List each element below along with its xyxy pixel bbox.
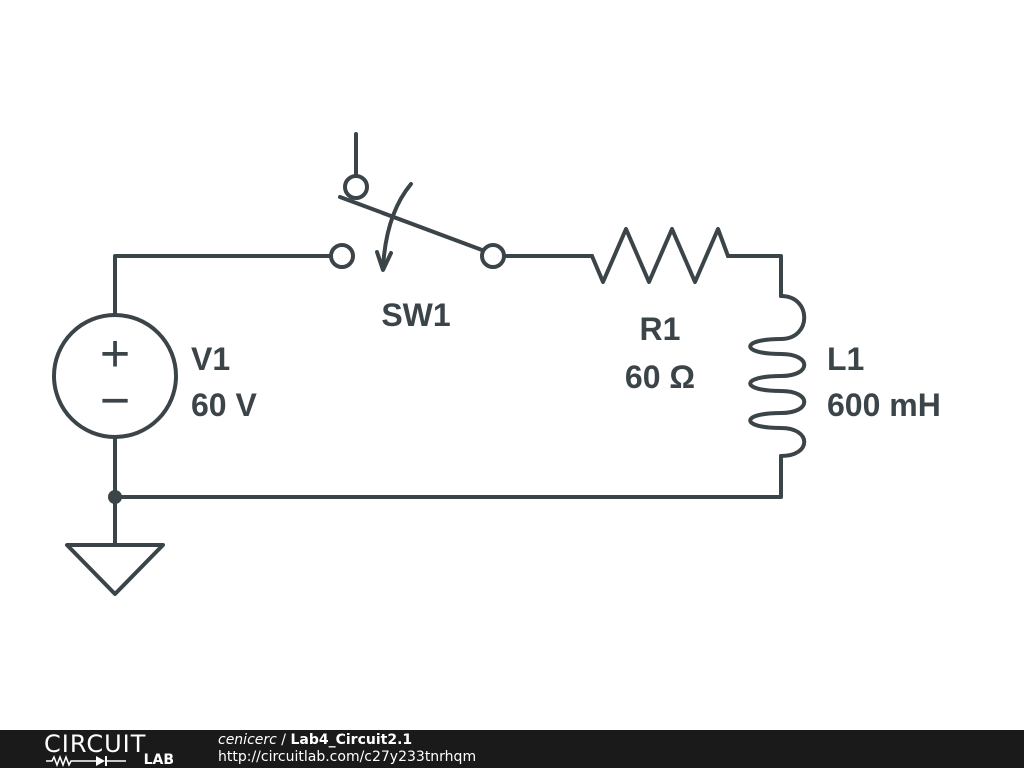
circuit-title-link[interactable]: Lab4_Circuit2.1 bbox=[290, 732, 413, 748]
resistor-name-label: R1 bbox=[640, 311, 681, 347]
footer-bar: CIRCUIT LAB cenicerc / Lab4_Circuit2.1 h… bbox=[0, 730, 1024, 768]
switch-sw1[interactable] bbox=[329, 132, 506, 272]
source-value-label: 60 V bbox=[191, 387, 257, 423]
byline-separator: / bbox=[276, 732, 291, 748]
switch-right-terminal bbox=[480, 243, 506, 269]
circuit-byline: cenicerc / Lab4_Circuit2.1 bbox=[218, 732, 476, 749]
inductor-name-label: L1 bbox=[827, 341, 864, 377]
switch-blade bbox=[338, 195, 484, 252]
inductor-value-label: 600 mH bbox=[827, 387, 941, 423]
voltage-source-circle bbox=[52, 313, 178, 439]
source-name-label: V1 bbox=[191, 341, 230, 377]
switch-control-terminal bbox=[343, 174, 369, 200]
inductor-coil bbox=[748, 294, 807, 458]
ground-symbol[interactable] bbox=[65, 495, 165, 596]
wire-source-to-switch bbox=[113, 254, 335, 317]
author-link[interactable]: cenicerc bbox=[218, 732, 277, 748]
source-minus-sign: − bbox=[100, 372, 130, 430]
circuit-url-link[interactable]: http://circuitlab.com/c27y233tnrhqm bbox=[218, 749, 477, 765]
logo-lab-text: LAB bbox=[143, 752, 174, 768]
circuitlab-logo[interactable]: CIRCUIT LAB bbox=[44, 732, 174, 768]
circuit-meta: cenicerc / Lab4_Circuit2.1 http://circui… bbox=[218, 732, 476, 766]
inductor-l1[interactable] bbox=[748, 294, 807, 458]
switch-action-arrowhead bbox=[375, 250, 393, 272]
resistor-r1[interactable] bbox=[590, 227, 730, 284]
resistor-value-label: 60 Ω bbox=[625, 359, 695, 395]
source-plus-sign: + bbox=[100, 325, 130, 383]
voltage-source-v1[interactable]: + − bbox=[52, 313, 178, 439]
switch-action-arrow bbox=[381, 182, 413, 270]
logo-resistor-diode-icon bbox=[46, 754, 126, 768]
resistor-zigzag bbox=[590, 227, 730, 284]
switch-left-terminal bbox=[329, 243, 355, 269]
ground-triangle bbox=[65, 543, 165, 596]
logo-top-text: CIRCUIT bbox=[44, 730, 147, 758]
wire-resistor-to-inductor bbox=[726, 254, 783, 298]
wire-inductor-to-ground bbox=[113, 454, 783, 499]
switch-name-label: SW1 bbox=[381, 297, 450, 333]
